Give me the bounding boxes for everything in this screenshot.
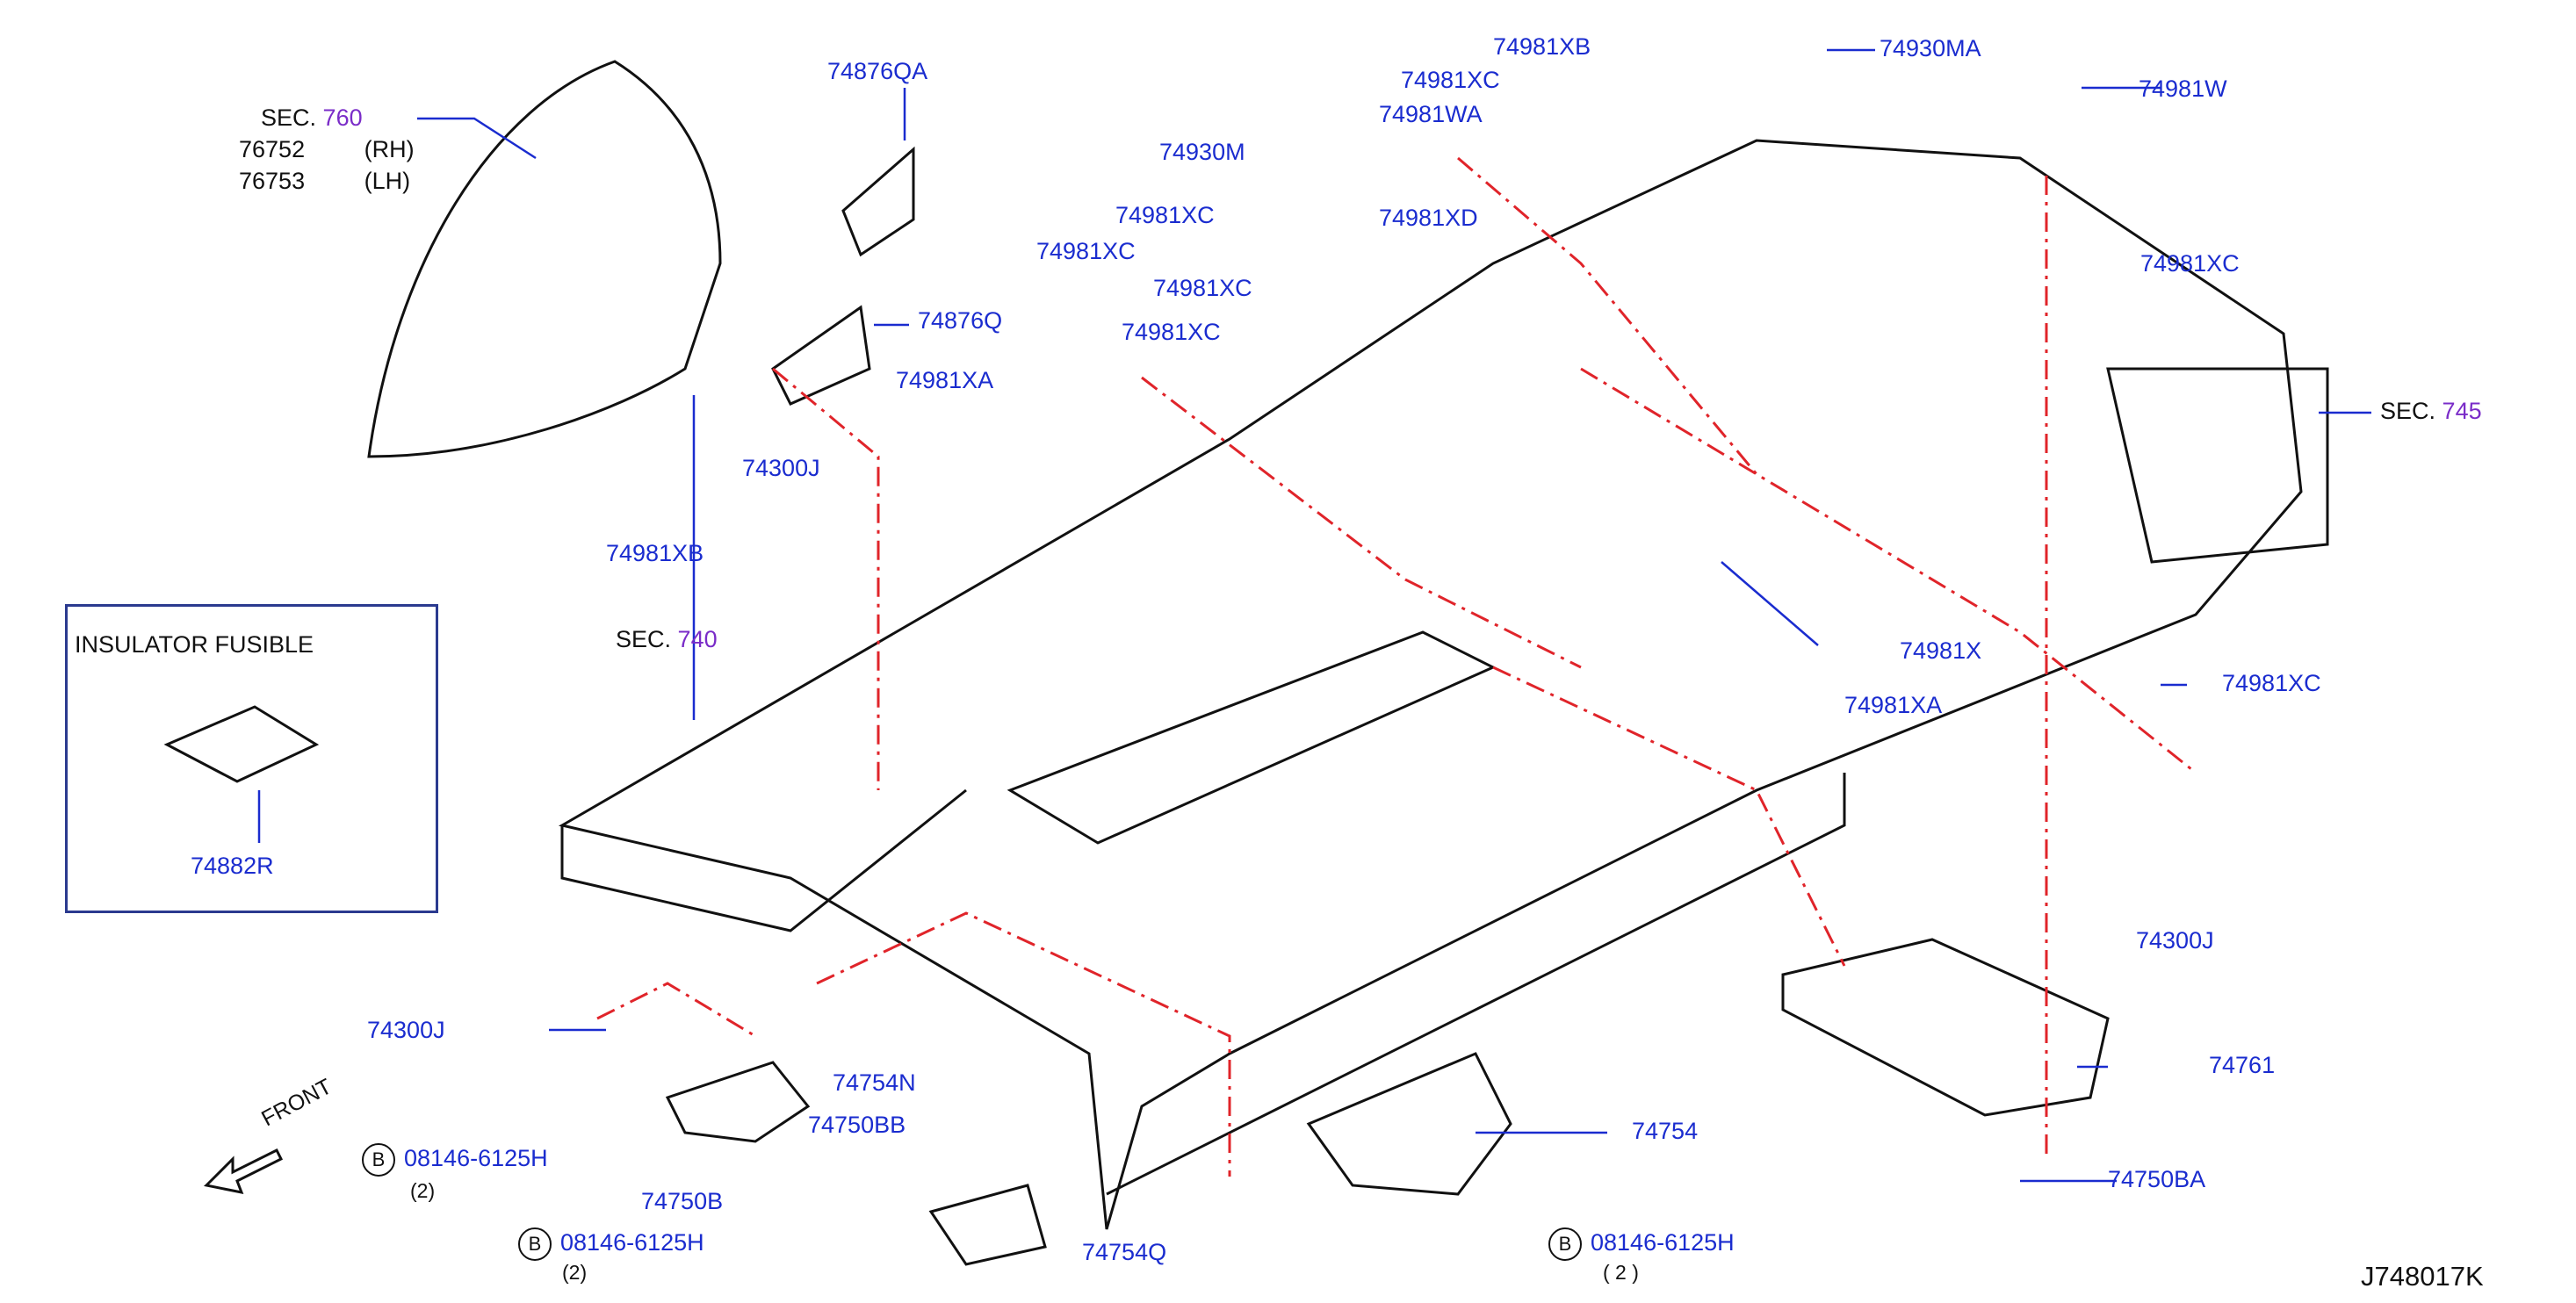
bolt-code: 08146-6125H — [560, 1229, 704, 1256]
sec760-label: SEC. 760 — [261, 106, 363, 130]
insulator-74876QA — [841, 146, 915, 257]
sill-right — [1106, 773, 1846, 1196]
bolt-qty: (2) — [410, 1179, 436, 1202]
leader-74981X — [1721, 561, 1819, 646]
sec760-number: 760 — [322, 104, 363, 131]
bolt-qty: ( 2 ) — [1603, 1261, 1639, 1284]
b-mark: B — [362, 1143, 395, 1177]
label-74750BB: 74750BB — [808, 1112, 906, 1138]
label-74981XB: 74981XB — [1493, 33, 1591, 60]
assembly-line — [1141, 376, 1582, 669]
bolt-callout: B 08146-6125H — [518, 1227, 704, 1261]
label-74300J: 74300J — [742, 455, 820, 481]
sec740-label: SEC. 740 — [616, 628, 718, 652]
bolt-qty: (2) — [562, 1261, 588, 1284]
label-74981WA: 74981WA — [1379, 101, 1483, 127]
assembly-line — [1457, 156, 1758, 475]
label-74754Q: 74754Q — [1082, 1239, 1167, 1265]
lh-side: (LH) — [364, 168, 411, 194]
inset-insulator-shape — [163, 705, 320, 783]
floor-outline — [558, 139, 2303, 1230]
assembly-line — [596, 982, 756, 1038]
bolt-code: 08146-6125H — [1591, 1229, 1735, 1256]
b-mark: B — [1548, 1227, 1582, 1261]
sec740-prefix: SEC. — [616, 626, 672, 652]
part-76753: 76753 (LH) — [239, 169, 410, 193]
sec740-number: 740 — [677, 626, 718, 652]
insulator-fusible-inset: INSULATOR FUSIBLE 74882R — [65, 604, 438, 913]
label-74981XC: 74981XC — [2222, 670, 2321, 696]
label-74981XC: 74981XC — [1401, 67, 1500, 93]
label-74981XC: 74981XC — [1153, 275, 1252, 301]
sec745-number: 745 — [2442, 398, 2482, 424]
label-74876QA: 74876QA — [827, 58, 928, 84]
sec745-label: SEC. 745 — [2380, 400, 2482, 423]
inset-part-number: 74882R — [191, 853, 274, 879]
assembly-line — [816, 911, 1231, 1177]
label-74981XA: 74981XA — [1844, 692, 1943, 718]
bolt-code: 08146-6125H — [404, 1145, 548, 1172]
shield-74754N — [665, 1061, 811, 1143]
label-74981W: 74981W — [2139, 76, 2227, 102]
label-74981XC: 74981XC — [2140, 250, 2240, 277]
assembly-line — [772, 367, 880, 790]
bolt-callout: B 08146-6125H — [1548, 1227, 1735, 1261]
lh-part: 76753 — [239, 168, 306, 194]
rear-section — [2106, 367, 2329, 564]
tunnel — [1007, 630, 1497, 845]
label-74981XC: 74981XC — [1122, 319, 1221, 345]
sec745-prefix: SEC. — [2380, 398, 2436, 424]
label-74981XD: 74981XD — [1379, 205, 1478, 231]
bolt-callout: B 08146-6125H — [362, 1143, 548, 1177]
assembly-line — [1492, 666, 1846, 967]
label-74750B: 74750B — [641, 1188, 724, 1214]
insulator-74876Q — [771, 305, 871, 406]
drawing-id: J748017K — [2361, 1261, 2484, 1292]
inset-title: INSULATOR FUSIBLE — [75, 631, 314, 658]
label-74981X: 74981X — [1900, 637, 1982, 664]
front-arrow-icon — [203, 1148, 284, 1195]
sec760-prefix: SEC. — [261, 104, 317, 131]
label-74300J: 74300J — [367, 1017, 445, 1043]
leader-sec760 — [417, 117, 537, 160]
rh-part: 76752 — [239, 136, 306, 162]
label-74981XB: 74981XB — [606, 540, 704, 566]
label-74754: 74754 — [1632, 1118, 1699, 1144]
sill-left — [560, 788, 967, 932]
label-74930M: 74930M — [1159, 139, 1245, 165]
label-74750BA: 74750BA — [2108, 1166, 2206, 1192]
label-74981XC: 74981XC — [1036, 238, 1136, 264]
rh-side: (RH) — [364, 136, 415, 162]
label-74754N: 74754N — [833, 1069, 916, 1096]
label-74876Q: 74876Q — [918, 307, 1003, 334]
label-74300J: 74300J — [2136, 927, 2214, 954]
label-74981XA: 74981XA — [896, 367, 994, 393]
b-mark: B — [518, 1227, 552, 1261]
wheel-house-outline — [367, 60, 722, 458]
label-74761: 74761 — [2209, 1052, 2276, 1078]
label-74930MA: 74930MA — [1880, 35, 1981, 61]
shield-74754Q — [928, 1184, 1047, 1266]
under-cover-74761 — [1781, 938, 2110, 1117]
under-cover-74754 — [1306, 1052, 1512, 1196]
label-74981XC: 74981XC — [1115, 202, 1215, 228]
part-76752: 76752 (RH) — [239, 138, 415, 162]
